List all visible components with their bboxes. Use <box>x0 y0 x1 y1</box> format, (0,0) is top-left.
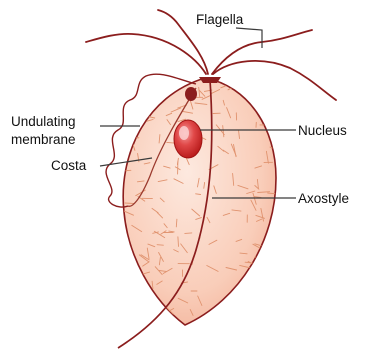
fibril <box>263 274 270 278</box>
fibril <box>266 87 274 88</box>
fibril <box>264 273 276 277</box>
fibril <box>176 219 177 227</box>
fibril <box>138 92 139 100</box>
fibril <box>134 101 140 103</box>
fibril <box>145 83 154 88</box>
parabasal-body <box>185 87 197 101</box>
fibril <box>125 203 134 204</box>
fibril <box>273 86 276 90</box>
fibril <box>157 245 163 246</box>
cell-body <box>123 78 276 325</box>
label-undulating-membrane-line1: Undulating <box>11 114 76 129</box>
fibril <box>271 83 272 89</box>
fibril <box>137 115 138 123</box>
fibril <box>126 112 129 119</box>
fibril <box>147 104 152 112</box>
fibril <box>200 318 202 323</box>
fibril <box>270 231 274 236</box>
label-flagella: Flagella <box>196 12 244 27</box>
fibril <box>178 237 179 247</box>
nucleus-highlight <box>179 126 189 140</box>
fibril <box>185 233 192 234</box>
fibril <box>139 86 149 92</box>
label-nucleus: Nucleus <box>298 123 347 138</box>
fibril <box>270 300 271 312</box>
flagellum-1 <box>86 34 206 74</box>
fibril <box>227 313 237 315</box>
fibril <box>221 306 222 312</box>
nucleus <box>174 120 202 158</box>
fibril <box>146 94 157 101</box>
label-undulating-membrane-line2: membrane <box>11 132 76 147</box>
fibril <box>129 264 135 271</box>
fibril <box>223 305 229 307</box>
fibril <box>252 280 260 283</box>
fibril <box>162 312 170 315</box>
fibril <box>260 90 270 96</box>
fibril <box>271 241 277 242</box>
label-costa: Costa <box>51 158 87 173</box>
fibril <box>223 302 227 306</box>
fibril <box>247 295 258 299</box>
fibril <box>257 112 268 114</box>
fibril <box>263 104 270 108</box>
fibril <box>163 84 171 86</box>
fibril <box>144 315 149 317</box>
label-axostyle: Axostyle <box>298 191 349 206</box>
